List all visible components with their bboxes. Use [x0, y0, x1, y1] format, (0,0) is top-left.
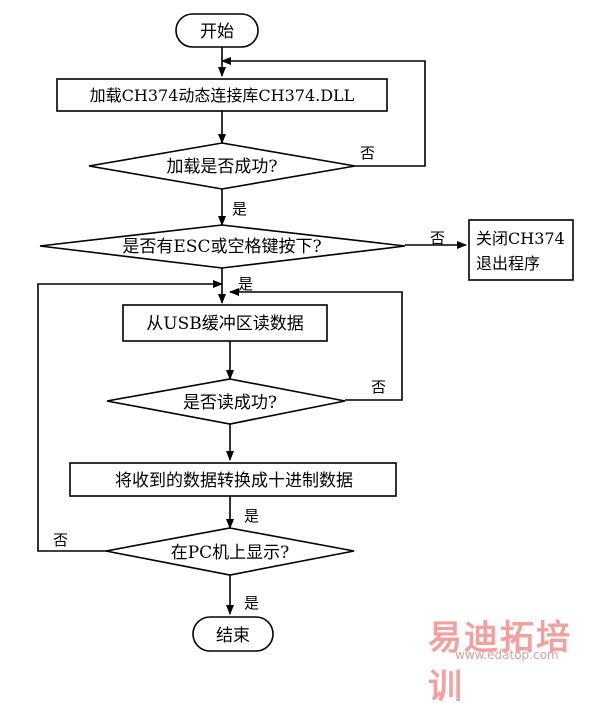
edge-label-display-no: 否	[53, 531, 68, 549]
connector-read-retry	[229, 288, 403, 401]
edge-label-read-no: 否	[371, 378, 386, 396]
read-buffer-box	[122, 304, 328, 342]
edge-label-esc-yes: 否	[430, 229, 445, 247]
display-pc-label: 在PC机上显示?	[171, 543, 290, 563]
esc-check-decision	[39, 224, 406, 269]
read-buffer-label: 从USB缓冲区读数据	[146, 314, 303, 334]
load-dll-label: 加载CH374动态连接库CH374.DLL	[90, 86, 355, 105]
watermark-url: www.edatop.com	[455, 648, 559, 662]
close-exit-line2: 退出程序	[476, 254, 540, 273]
start-terminal	[175, 13, 259, 48]
esc-check-label: 是否有ESC或空格键按下?	[122, 237, 321, 257]
edge-label-esc-no: 是	[238, 275, 253, 293]
display-pc-decision	[105, 527, 355, 576]
connector-load-retry	[221, 57, 426, 167]
connector-display-loop	[37, 280, 223, 552]
edge-label-load-yes: 是	[232, 200, 247, 218]
close-exit-box	[468, 219, 574, 281]
load-ok-decision	[88, 142, 356, 190]
end-label: 结束	[216, 626, 250, 646]
flowchart: 开始 加载CH374动态连接库CH374.DLL 加载是否成功? 是否有ESC或…	[37, 13, 574, 652]
load-ok-label: 加载是否成功?	[166, 157, 277, 177]
edge-label-display-yes: 是	[244, 594, 259, 612]
load-dll-box	[56, 78, 388, 112]
convert-label: 将收到的数据转换成十进制数据	[115, 471, 353, 491]
edge-label-load-no: 否	[360, 144, 375, 162]
start-label: 开始	[200, 22, 234, 42]
end-terminal	[192, 616, 274, 652]
read-ok-decision	[106, 378, 346, 425]
convert-box	[69, 462, 397, 497]
read-ok-label: 是否读成功?	[183, 393, 277, 413]
edge-label-convert-yes: 是	[244, 507, 259, 525]
close-exit-line1: 关闭CH374	[476, 229, 565, 248]
